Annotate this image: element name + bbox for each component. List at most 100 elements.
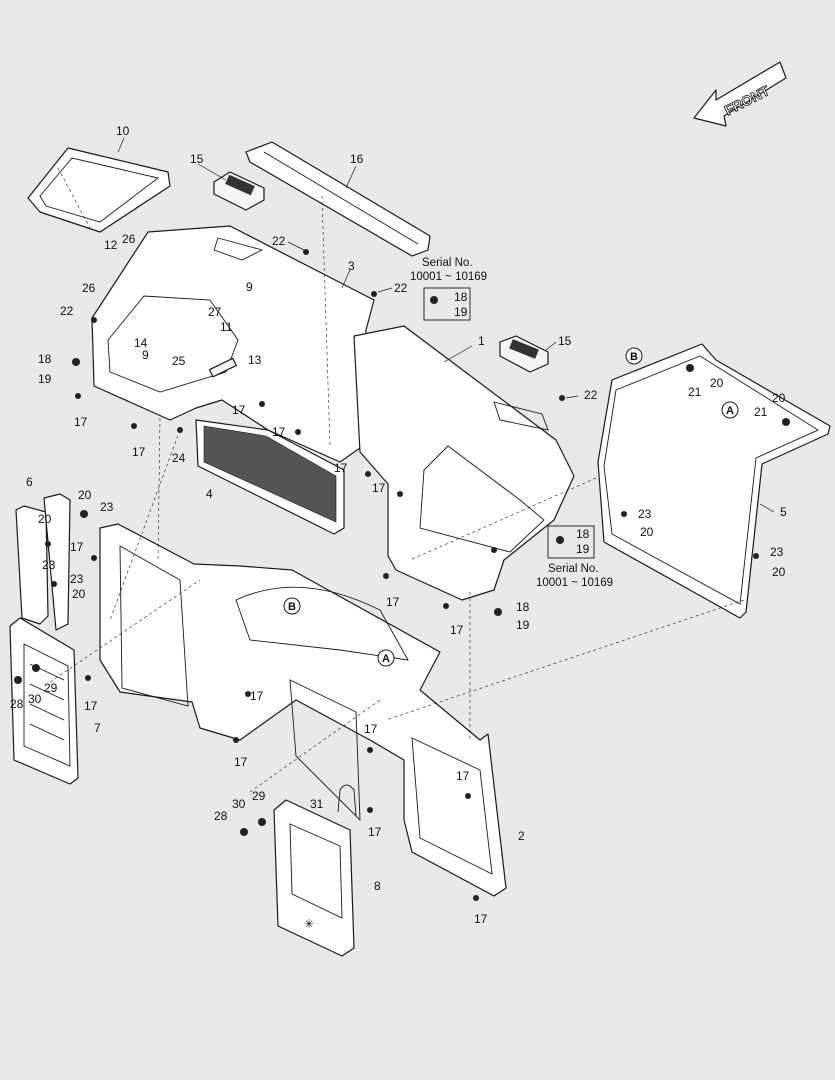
callout-number: 9 — [246, 280, 253, 294]
part-3-upper-trim — [91, 225, 375, 463]
callout-number: 17 — [372, 481, 386, 495]
part-16-trim-strip — [245, 141, 431, 257]
callout-number: 9 — [142, 348, 149, 362]
callout-number: 5 — [780, 505, 787, 519]
callout-number: 23 — [100, 500, 114, 514]
lower-panel-shell — [99, 523, 507, 897]
callout-number: 17 — [132, 445, 146, 459]
callout-number: 10 — [116, 124, 130, 138]
part-7-left-cover — [9, 617, 79, 785]
callout-number: 30 — [28, 692, 42, 706]
part-8-door-panel: ✳ — [273, 799, 355, 957]
lower-right-opening — [411, 737, 493, 875]
window-panel-inner — [39, 157, 160, 223]
callout-number: 18 — [576, 527, 590, 541]
callout-number: 17 — [232, 403, 246, 417]
callout-number: 17 — [74, 415, 88, 429]
callout-number: 26 — [82, 281, 96, 295]
alignment-lines — [49, 195, 745, 793]
right-panel-window — [419, 445, 545, 553]
lower-left-opening — [119, 545, 189, 707]
callout-number: 17 — [334, 461, 348, 475]
reference-marker: B — [625, 347, 643, 365]
leader-lines — [117, 137, 775, 513]
callout-number: 13 — [248, 353, 262, 367]
reference-marker: A — [721, 401, 739, 419]
callout-number: 12 — [104, 238, 118, 252]
callout-number: 14 — [134, 336, 148, 350]
part-31-clip — [337, 784, 357, 817]
fasteners — [14, 249, 790, 901]
callout-number: 17 — [368, 825, 382, 839]
callout-number: 3 — [348, 259, 355, 273]
upper-trim-opening — [107, 295, 239, 393]
svg-text:B: B — [630, 351, 638, 363]
serial-note-top-line2: 10001 ~ 10169 — [410, 271, 487, 283]
svg-text:A: A — [382, 653, 390, 665]
callout-number: 31 — [310, 797, 324, 811]
callout-number: 22 — [584, 388, 598, 402]
callout-number: 27 — [208, 305, 222, 319]
part-15-switch-top — [213, 171, 265, 211]
callout-number: 17 — [84, 699, 98, 713]
svg-text:B: B — [288, 601, 296, 613]
serial-note-bottom-line2: 10001 ~ 10169 — [536, 577, 613, 589]
reference-marker: B — [283, 597, 301, 615]
serial-note-bottom-line1: Serial No. — [548, 563, 599, 575]
serial-note-bottom: Serial No. 10001 ~ 10169 — [536, 525, 613, 589]
callout-number: 30 — [232, 797, 246, 811]
callout-number: 23 — [70, 572, 84, 586]
side-panel-outer — [597, 343, 831, 619]
callout-number: 1 — [478, 334, 485, 348]
callout-number: 20 — [38, 512, 52, 526]
upper-trim-shell — [91, 225, 375, 463]
callout-number: 20 — [772, 391, 786, 405]
serial-note-top-box — [423, 287, 471, 321]
serial-note-top-line1: Serial No. — [422, 257, 473, 269]
front-arrow-shape — [693, 61, 787, 127]
callout-number: 6 — [26, 475, 33, 489]
callout-number: 18 — [516, 600, 530, 614]
callout-number: 20 — [78, 488, 92, 502]
callout-number: 22 — [394, 281, 408, 295]
callout-number: 24 — [172, 451, 186, 465]
callout-number: 20 — [710, 376, 724, 390]
part-10-window-panel — [27, 147, 171, 233]
callout-number: 22 — [272, 234, 286, 248]
callout-number: 8 — [374, 879, 381, 893]
callout-number: 2 — [518, 829, 525, 843]
callout-number: 7 — [94, 721, 101, 735]
part-2-lower-panel — [99, 523, 507, 897]
front-arrow: FRONT — [693, 61, 787, 127]
callout-labels: 10 15 16 12 26 26 22 3 22 18 19 9 27 11 … — [10, 124, 787, 926]
callout-number: 21 — [754, 405, 768, 419]
callout-number: 15 — [558, 334, 572, 348]
door-panel-shape — [273, 799, 355, 957]
part-6-left-bracket — [15, 493, 71, 631]
callout-number: 19 — [38, 372, 52, 386]
right-panel-shell — [353, 325, 575, 601]
callout-number: 29 — [44, 681, 58, 695]
part-15-switch-right — [499, 335, 549, 373]
callout-number: 25 — [172, 354, 186, 368]
svg-text:A: A — [726, 405, 734, 417]
callout-number: 19 — [454, 305, 468, 319]
callout-number: 21 — [688, 385, 702, 399]
part-5-side-panel — [597, 343, 831, 619]
callout-number: 16 — [350, 152, 364, 166]
callout-number: 17 — [450, 623, 464, 637]
callout-number: 28 — [10, 697, 24, 711]
callout-number: 17 — [272, 425, 286, 439]
callout-number: 19 — [516, 618, 530, 632]
callout-number: 17 — [474, 912, 488, 926]
callout-number: 11 — [220, 320, 233, 334]
callout-number: 18 — [38, 352, 52, 366]
callout-number: 17 — [70, 540, 84, 554]
callout-number: 23 — [638, 507, 652, 521]
callout-number: 17 — [386, 595, 400, 609]
callout-number: 4 — [206, 487, 213, 501]
callout-number: 17 — [364, 722, 378, 736]
callout-number: 19 — [576, 542, 590, 556]
callout-number: 23 — [42, 558, 56, 572]
